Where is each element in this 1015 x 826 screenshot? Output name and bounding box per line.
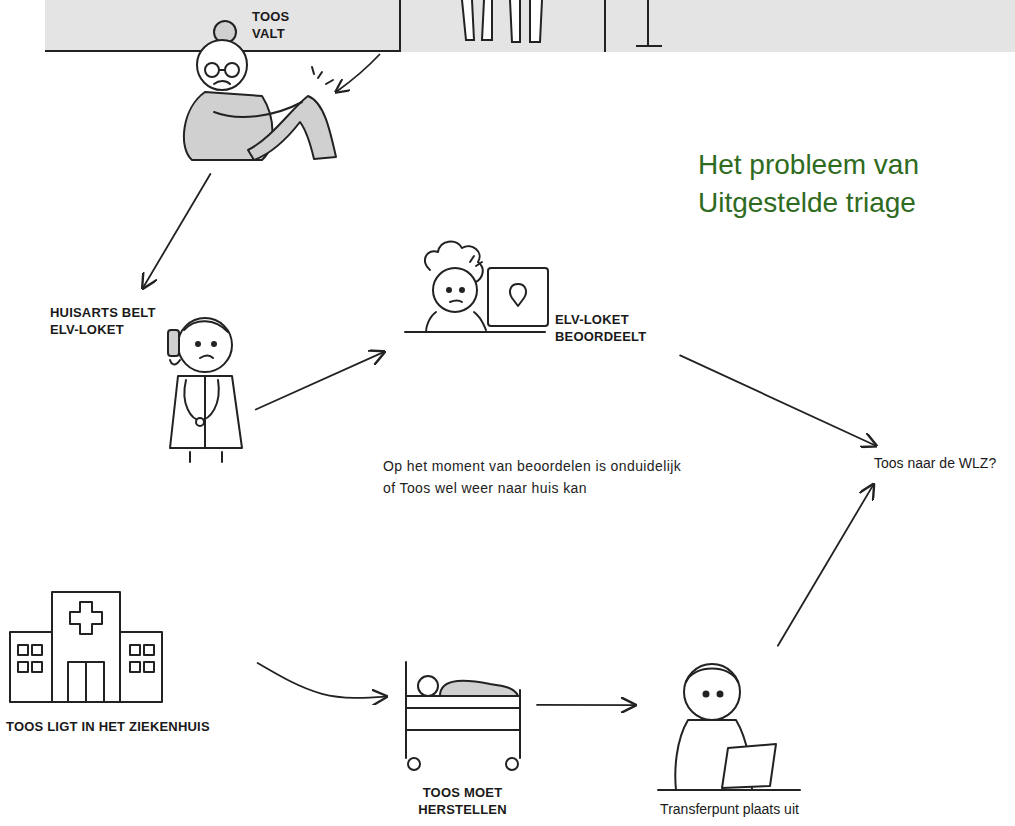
transfer-figure — [658, 789, 800, 791]
loket-figure — [488, 268, 548, 326]
hospital-building — [68, 662, 104, 702]
flow-arrow — [258, 663, 387, 698]
toos-figure — [312, 67, 333, 84]
toos-figure — [248, 96, 336, 160]
figure-caption: Transferpunt plaats uit — [647, 800, 812, 818]
doctor-figure — [212, 342, 216, 346]
figure-caption: TOOS VALT — [252, 8, 302, 42]
doctor-figure — [170, 360, 180, 365]
toos-figure — [214, 81, 230, 84]
transfer-figure — [684, 664, 740, 720]
leader-arrow — [336, 54, 380, 92]
doctor-figure — [178, 318, 232, 372]
transfer-figure — [722, 744, 776, 788]
scene-band — [636, 0, 662, 46]
transfer-figure — [704, 692, 709, 697]
bed-figure — [406, 662, 520, 770]
hospital-building — [18, 645, 28, 655]
scene-band — [462, 0, 542, 42]
doctor-figure — [196, 418, 204, 426]
toos-figure — [219, 69, 225, 71]
bed-figure — [408, 758, 420, 770]
figure-caption: TOOS LIGT IN HET ZIEKENHUIS — [6, 718, 244, 735]
hospital-building — [10, 592, 162, 702]
toos-figure — [205, 63, 219, 77]
flow-arrow — [778, 485, 874, 646]
toos-figure — [214, 102, 302, 117]
doctor-figure — [200, 356, 213, 358]
flow-arrow — [680, 355, 876, 445]
transfer-figure — [658, 664, 800, 790]
doctor-figure — [168, 318, 242, 462]
toos-figure — [197, 40, 247, 90]
bed-figure — [406, 729, 520, 731]
hospital-building — [70, 602, 102, 634]
bed-figure — [440, 681, 518, 696]
scene-band — [45, 0, 1015, 52]
hospital-building — [85, 662, 87, 702]
loket-figure — [450, 301, 462, 303]
doctor-figure — [168, 330, 179, 356]
bed-figure — [405, 662, 407, 758]
figure-caption: Toos naar de WLZ? — [874, 454, 996, 472]
hospital-building — [52, 592, 120, 702]
figure-caption: ELV-LOKET BEOORDEELT — [555, 311, 660, 345]
doctor-figure — [190, 452, 222, 462]
loket-figure — [405, 242, 548, 332]
loket-figure — [426, 312, 486, 332]
bed-figure — [406, 696, 520, 708]
hospital-building — [144, 662, 154, 672]
figure-node: Transferpunt plaats uit — [645, 656, 814, 820]
hospital-building — [32, 662, 42, 672]
loket-figure — [510, 284, 526, 306]
figure-node: TOOS VALT — [175, 2, 345, 162]
diagram-title: Het probleem van Uitgestelde triage — [698, 146, 988, 222]
scene-band — [45, 0, 1015, 52]
loket-figure — [433, 268, 477, 312]
transfer-figure — [718, 692, 723, 697]
loket-figure — [447, 288, 451, 292]
hospital-building — [18, 662, 28, 672]
figure-caption: TOOS MOET HERSTELLEN — [400, 784, 525, 818]
flow-arrow — [256, 352, 384, 410]
doctor-figure — [184, 380, 218, 420]
scene-band — [604, 0, 606, 52]
loket-figure — [470, 256, 482, 266]
toos-figure — [184, 21, 336, 160]
hospital-building — [10, 632, 52, 702]
doctor-figure — [204, 376, 206, 448]
doctor-figure — [196, 342, 200, 346]
transfer-figure — [686, 669, 738, 683]
bed-figure — [418, 676, 438, 696]
doctor-figure — [184, 321, 228, 332]
toos-figure — [225, 63, 239, 77]
figure-caption: HUISARTS BELT ELV-LOKET — [50, 304, 170, 338]
hospital-building — [120, 632, 162, 702]
flow-arrow — [143, 174, 210, 288]
loket-figure — [405, 331, 545, 333]
figure-node: ELV-LOKET BEOORDEELT — [395, 245, 662, 347]
figure-node: TOOS LIGT IN HET ZIEKENHUIS — [4, 580, 246, 740]
note-text: Op het moment van beoordelen is onduidel… — [383, 455, 683, 499]
bed-figure — [506, 758, 518, 770]
flow-arrow — [537, 704, 635, 706]
hospital-building — [32, 645, 42, 655]
figure-node: TOOS MOET HERSTELLEN — [398, 648, 527, 820]
figure-node: HUISARTS BELT ELV-LOKET — [48, 300, 243, 460]
hospital-building — [144, 645, 154, 655]
hospital-building — [130, 645, 140, 655]
hospital-building — [130, 662, 140, 672]
scene-band — [399, 0, 401, 52]
doctor-figure — [170, 376, 242, 448]
figure-node: Toos naar de WLZ? — [872, 450, 1002, 476]
loket-figure — [460, 288, 464, 292]
